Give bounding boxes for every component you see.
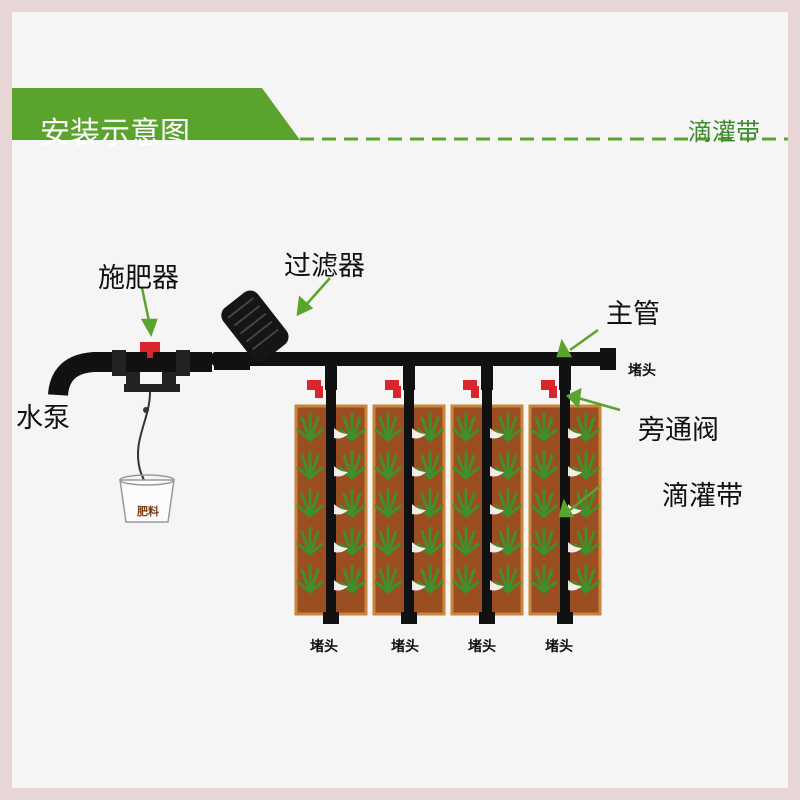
pointer-arrows	[140, 277, 621, 518]
fertilizer-bucket-label: 肥料	[137, 505, 159, 518]
bypass-valve-1	[307, 380, 323, 398]
pump-inlet-pipe	[48, 352, 212, 397]
plants-bed-2	[374, 412, 444, 594]
plants-bed-4	[530, 412, 600, 594]
filter-label: 过滤器	[284, 251, 365, 282]
drip-tape-label: 滴灌带	[662, 481, 743, 512]
main-pipe	[212, 352, 612, 366]
water-pump-label: 水泵	[16, 403, 70, 434]
lateral-end-cap-label-3: 堵头	[468, 639, 496, 655]
main-end-cap-label: 堵头	[628, 363, 656, 379]
lateral-end-cap-label-4: 堵头	[545, 639, 573, 655]
diagram-drawing	[12, 88, 788, 624]
drip-lateral-2	[385, 362, 426, 624]
main-pipe-label: 主管	[606, 299, 660, 330]
injector-body	[124, 384, 180, 392]
plant-rows	[296, 412, 600, 594]
bypass-valve-3	[463, 380, 479, 398]
plants-bed-3	[452, 412, 522, 594]
drip-lateral-1	[307, 362, 348, 624]
drip-laterals	[307, 362, 582, 624]
main-pipe-assembly	[48, 342, 616, 397]
fertilizer-bucket	[119, 391, 175, 523]
header-tag: 滴灌带	[688, 118, 760, 146]
diagram-canvas: 安装示意图 滴灌带 施肥器 过滤器 主管 水泵 堵头 旁通阀 滴灌带 肥料 堵头…	[12, 12, 788, 788]
bypass-valve-2	[385, 380, 401, 398]
bypass-valve-label: 旁通阀	[638, 415, 719, 446]
lateral-end-cap-label-2: 堵头	[391, 639, 419, 655]
bypass-valve-4	[541, 380, 557, 398]
filter-unit	[214, 290, 289, 370]
main-end-cap	[600, 348, 616, 370]
header-title: 安装示意图	[40, 116, 190, 151]
drip-lateral-3	[463, 362, 504, 624]
lateral-end-cap-label-1: 堵头	[310, 639, 338, 655]
injector-valve-handle	[140, 342, 160, 352]
header-banner	[12, 88, 788, 141]
plants-bed-1	[296, 412, 366, 594]
fertilizer-injector-label: 施肥器	[98, 263, 179, 294]
